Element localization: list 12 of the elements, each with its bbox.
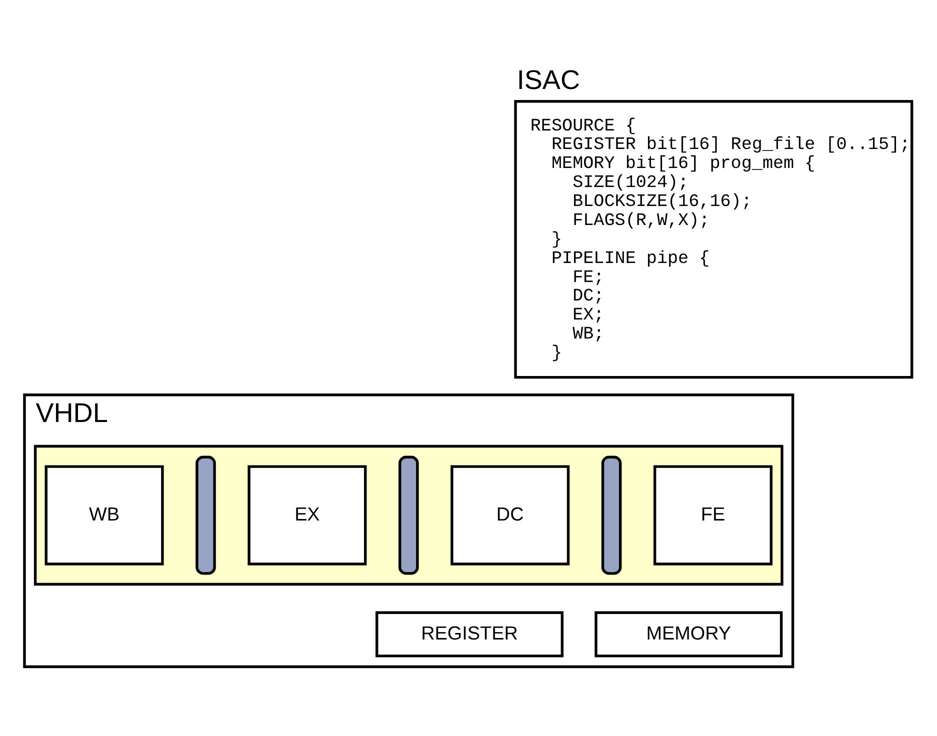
- node-box: WB: [44, 464, 164, 565]
- node-bar: [196, 455, 216, 574]
- node-label: ISAC: [516, 64, 580, 95]
- node-bar: [398, 455, 419, 574]
- node-box: MEMORY: [594, 610, 783, 657]
- node-box: REGISTER: [376, 610, 564, 657]
- node-box: DC: [450, 464, 570, 565]
- cluster: [34, 444, 784, 586]
- node-box: EX: [248, 464, 367, 565]
- node-bar: [601, 455, 622, 574]
- node-box: FE: [653, 464, 773, 565]
- node-box: RESOURCE { REGISTER bit[16] Reg_file [0..15]; MEMORY bit[16] prog_mem { SIZE(1024); BLOCKSIZE(16,16); FLAGS(R,W,X); } PIPELINE pipe { FE; DC; EX; WB; }: [514, 100, 914, 378]
